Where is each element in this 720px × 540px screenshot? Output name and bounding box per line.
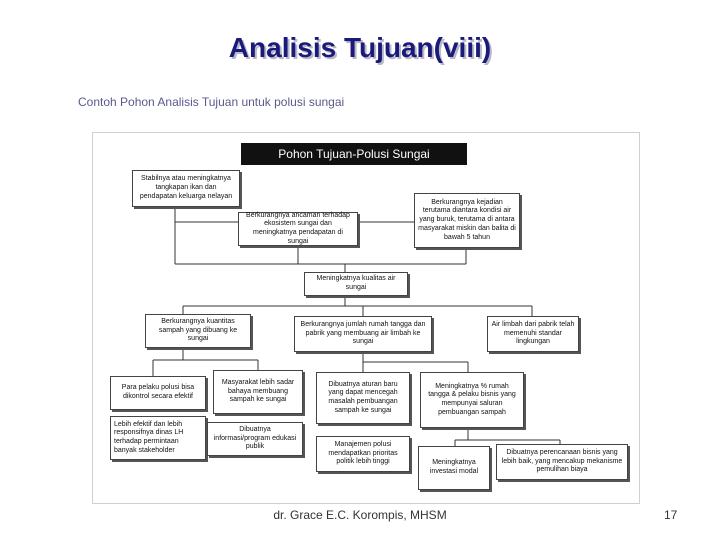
slide-title: Analisis Tujuan(viii) xyxy=(228,32,492,63)
node-manajemen: Manajemen polusi mendapatkan prioritas p… xyxy=(316,436,410,472)
page-number: 17 xyxy=(664,508,678,522)
node-ekosistem: Berkurangnya ancaman terhadap ekosistem … xyxy=(238,212,358,246)
node-kualitas: Meningkatnya kualitas air sungai xyxy=(304,272,408,296)
node-kejadian: Berkurangnya kejadian terutama diantara … xyxy=(414,193,520,248)
node-sampah: Berkurangnya kuantitas sampah yang dibua… xyxy=(145,314,251,348)
node-pelaku: Para pelaku polusi bisa dikontrol secara… xyxy=(110,376,206,410)
slide-subtitle: Contoh Pohon Analisis Tujuan untuk polus… xyxy=(78,95,345,109)
node-responsif: Lebih efektif dan lebih responsifnya din… xyxy=(110,416,206,460)
node-masyarakat: Masyarakat lebih sadar bahaya membuang s… xyxy=(213,370,303,414)
footer-author: dr. Grace E.C. Korompis, MHSM xyxy=(273,508,447,522)
node-stabil: Stabilnya atau meningkatnya tangkapan ik… xyxy=(132,170,240,207)
node-limbah: Air limbah dari pabrik telah memenuhi st… xyxy=(487,316,579,352)
node-persen: Meningkatnya % rumah tangga & pelaku bis… xyxy=(420,372,524,428)
node-investasi: Meningkatnya investasi modal xyxy=(418,446,490,490)
diagram-header: Pohon Tujuan-Polusi Sungai xyxy=(241,143,467,165)
node-edukasi: Dibuatnya informasi/program edukasi publ… xyxy=(207,422,303,456)
node-pemulihan: Dibuatnya perencanaan bisnis yang lebih … xyxy=(496,444,628,480)
node-rumah: Berkurangnya jumlah rumah tangga dan pab… xyxy=(294,316,432,352)
node-aturan: Dibuatnya aturan baru yang dapat mencega… xyxy=(316,372,410,424)
